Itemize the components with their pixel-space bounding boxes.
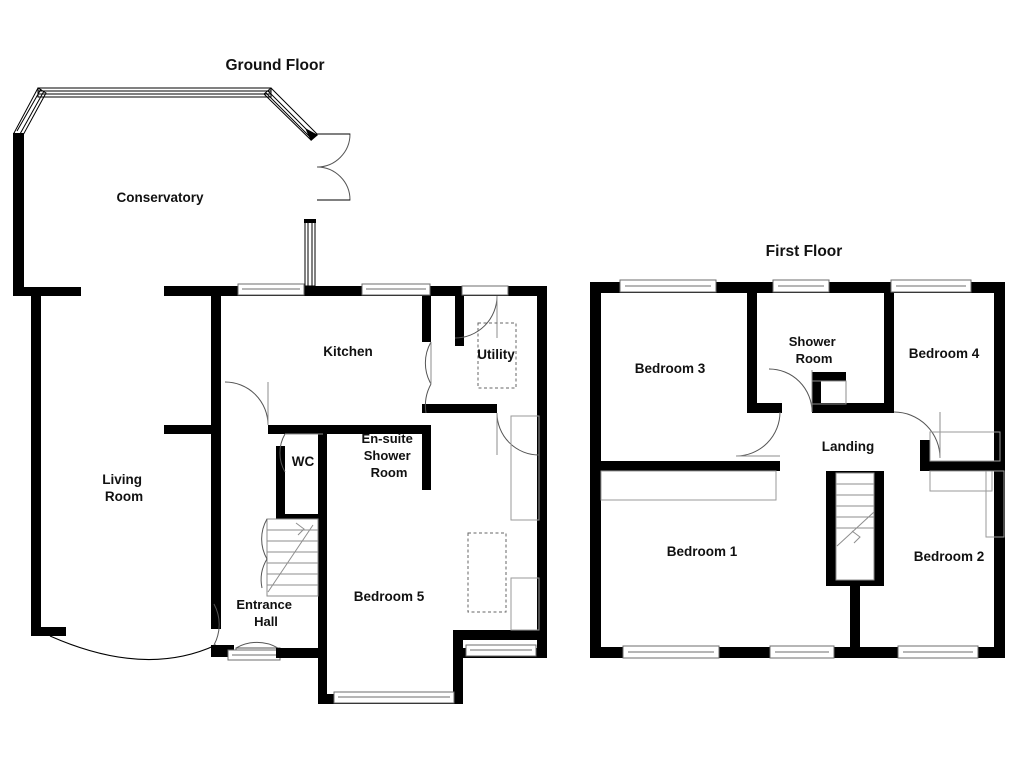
wall-ensuite-right	[422, 425, 431, 490]
wall-bedroom1-bedroom2-divider	[850, 586, 860, 648]
conservatory-glazed-return	[304, 219, 316, 287]
wall-stairwell-left	[826, 471, 836, 586]
wall-wc-right	[318, 425, 327, 519]
wall-wc-left	[276, 446, 285, 523]
utility-appliance	[477, 322, 517, 389]
conservatory-french-doors	[316, 133, 351, 201]
bedroom2-wardrobe-top	[929, 470, 993, 492]
room-label-wc: WC	[292, 454, 315, 469]
first-floor-plan: First Floor Bedroom 3 Shower Room Bedroo…	[590, 243, 1005, 659]
room-label-shower-room: Shower Room	[789, 334, 840, 366]
entrance-door-assembly	[211, 603, 281, 661]
wall-living-hall-divider	[211, 296, 221, 431]
wall-hall-bottom	[276, 648, 326, 658]
wall-shower-room-bottom	[812, 403, 894, 413]
first-floor-title: First Floor	[766, 243, 843, 260]
room-label-bedroom-2: Bedroom 2	[914, 549, 985, 564]
bedroom3-door	[735, 411, 781, 457]
conservatory-glazing	[13, 87, 318, 141]
fitted-unit-lower	[510, 577, 540, 631]
wall-ensuite-kitchen-divider	[422, 296, 431, 342]
ground-staircase	[260, 518, 319, 597]
wall-hall-left	[211, 431, 221, 629]
kitchen-window-right	[361, 283, 431, 296]
wall-stairwell-right	[874, 471, 884, 586]
kitchen-door-arc	[224, 381, 269, 426]
bedroom3-window	[619, 279, 717, 293]
bedroom5-window-right	[465, 644, 537, 657]
wc-door	[279, 433, 323, 473]
utility-door	[454, 285, 509, 339]
shower-room-window	[772, 279, 830, 293]
wall-kitchen-top	[164, 286, 547, 296]
wall-conservatory-left	[13, 133, 24, 295]
room-label-bedroom-1: Bedroom 1	[667, 544, 738, 559]
wall-bedroom5-right	[453, 630, 463, 704]
room-label-bedroom-5: Bedroom 5	[354, 589, 425, 604]
bedroom5-window-bottom	[333, 691, 455, 704]
wall-kitchen-bottom	[268, 425, 422, 434]
bedroom5-fixture	[467, 532, 507, 613]
bedroom2-window	[897, 645, 979, 659]
wall-ground-right	[537, 286, 547, 658]
wall-bedroom3-right	[747, 293, 757, 412]
room-label-entrance-hall: Entrance Hall	[236, 597, 295, 629]
room-label-bedroom-4: Bedroom 4	[909, 346, 980, 361]
first-floor-staircase	[835, 472, 875, 581]
utility-lower-door	[496, 412, 540, 456]
bedroom4-wardrobe	[929, 431, 1001, 462]
room-label-living-room: Living Room	[102, 472, 146, 504]
wall-bedroom4-bottom	[920, 461, 1005, 471]
wall-bedroom3-bottom	[601, 461, 780, 471]
wall-first-left	[590, 282, 601, 658]
kitchen-utility-door	[424, 341, 432, 414]
fitted-unit-upper	[510, 415, 540, 521]
bedroom1-window-left	[622, 645, 720, 659]
room-label-kitchen: Kitchen	[323, 344, 373, 359]
bedroom4-window	[890, 279, 972, 293]
shower-room-door	[768, 368, 813, 413]
room-label-bedroom-3: Bedroom 3	[635, 361, 706, 376]
bedroom1-wardrobe	[600, 470, 777, 501]
ground-floor-title: Ground Floor	[225, 57, 324, 74]
room-label-utility: Utility	[477, 347, 515, 362]
wall-shower-room-right	[884, 293, 894, 412]
room-label-conservatory: Conservatory	[116, 190, 204, 205]
ground-floor-plan: Ground Floor Conservatory Living Room Ki…	[13, 57, 547, 704]
bedroom1-window-right	[769, 645, 835, 659]
kitchen-window-left	[237, 283, 305, 296]
wall-bedroom5-left	[318, 519, 327, 703]
bedroom4-door	[893, 411, 941, 459]
room-label-en-suite-shower-room: En-suite Shower Room	[362, 431, 417, 480]
wall-utility-left	[455, 296, 464, 346]
wall-living-left	[31, 296, 41, 635]
wall-living-bottom-left	[31, 627, 66, 636]
wall-stairwell-bottom	[826, 576, 884, 586]
room-label-landing: Landing	[822, 439, 875, 454]
living-room-bay-curve	[49, 635, 217, 661]
bedroom2-wardrobe-right	[985, 470, 1005, 538]
